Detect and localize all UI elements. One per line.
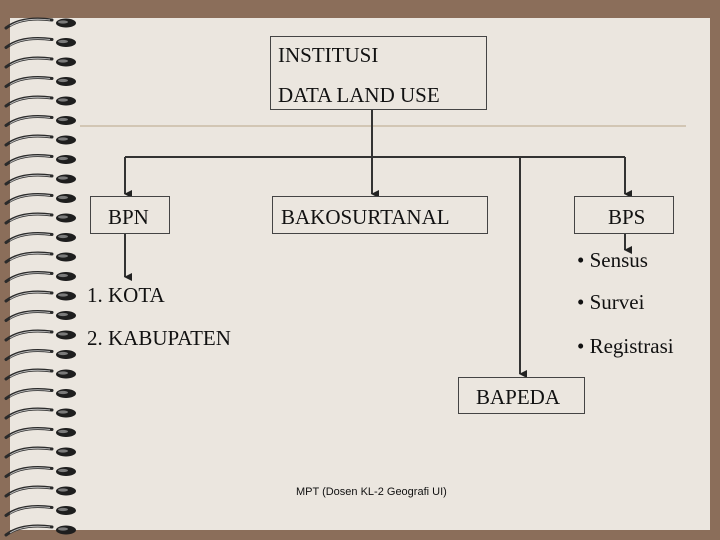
spiral-ring [4,56,76,69]
footer-credit: MPT (Dosen KL-2 Geografi UI) [296,486,447,498]
spiral-ring [4,232,76,244]
spiral-binding [4,17,76,537]
spiral-ring [4,193,76,205]
bpn-list-item-kabupaten: 2. KABUPATEN [87,326,231,350]
bakosurtanal-node: BAKOSURTANAL [272,196,488,234]
spiral-ring [4,134,76,147]
title-line-1: INSTITUSI [278,43,379,67]
spiral-ring [4,251,76,264]
spiral-ring [4,271,76,283]
bpn-node: BPN [90,196,170,234]
bps-list-item-sensus: • Sensus [577,248,648,272]
title-box: INSTITUSI DATA LAND USE [270,36,487,110]
spiral-ring [4,505,76,517]
spiral-ring [4,368,76,381]
spiral-ring [4,349,76,361]
bps-node: BPS [574,196,674,234]
bps-label: BPS [608,205,646,229]
spiral-ring [4,310,76,322]
spiral-ring [4,427,76,439]
title-line-2: DATA LAND USE [278,83,440,107]
spiral-ring [4,37,76,49]
spiral-ring [4,95,76,108]
bakosurtanal-label: BAKOSURTANAL [281,205,450,229]
spiral-ring [4,154,76,166]
spiral-ring [4,446,76,459]
bapeda-node: BAPEDA [458,377,585,414]
spiral-ring [4,76,76,88]
bps-list-item-survei: • Survei [577,290,645,314]
spiral-ring [4,388,76,400]
spiral-ring [4,115,76,127]
spiral-ring [4,290,76,303]
bps-list-item-registrasi: • Registrasi [577,334,674,358]
spiral-ring [4,407,76,420]
bapeda-label: BAPEDA [476,385,561,409]
spiral-ring [4,485,76,498]
spiral-ring [4,524,76,537]
spiral-ring [4,17,76,30]
spiral-ring [4,173,76,186]
bpn-label: BPN [108,205,149,229]
bpn-list-item-kota: 1. KOTA [87,283,165,307]
spiral-ring [4,212,76,225]
spiral-ring [4,466,76,478]
spiral-ring [4,329,76,342]
